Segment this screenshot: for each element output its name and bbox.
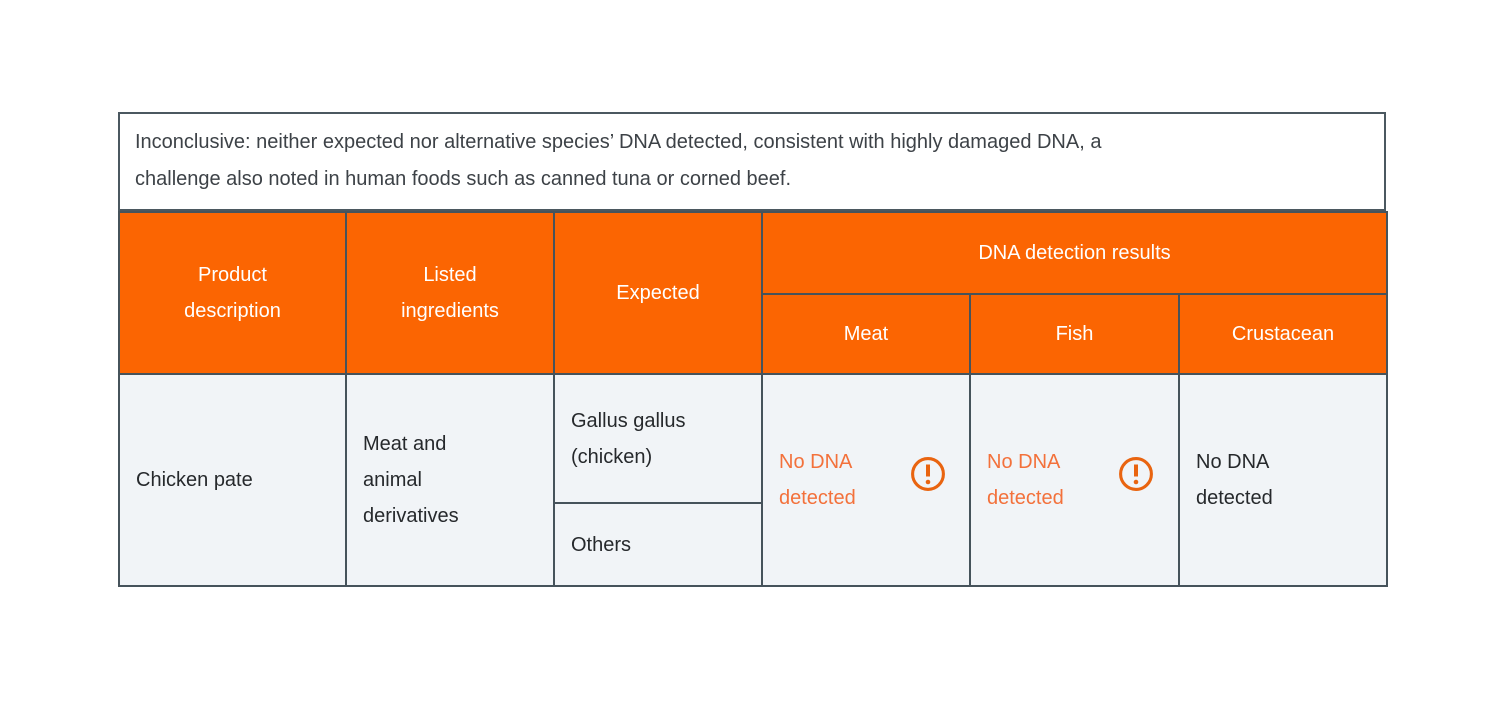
header-label: Expected — [616, 282, 700, 304]
note-line: challenge also noted in human foods such… — [135, 168, 792, 190]
cell-result-meat: No DNA detected — [761, 373, 971, 587]
cell-text: Chicken pate — [136, 469, 253, 491]
cell-text: Meat and animal derivatives — [363, 433, 459, 527]
header-expected: Expected — [553, 211, 763, 375]
header-dna-detection-results: DNA detection results — [760, 211, 1389, 295]
dna-results-table: Product description Listed ingredients E… — [118, 211, 1389, 587]
cell-expected-species: Gallus gallus (chicken) — [553, 373, 763, 504]
header-fish: Fish — [969, 293, 1180, 375]
header-crustacean: Crustacean — [1177, 293, 1389, 375]
header-label: Fish — [1055, 323, 1094, 345]
header-label: Product description — [184, 264, 281, 322]
cell-listed-ingredients: Meat and animal derivatives — [345, 373, 555, 587]
header-label: Listed ingredients — [401, 264, 499, 322]
alert-circle-icon — [1117, 455, 1155, 505]
header-label: DNA detection results — [978, 242, 1171, 264]
header-meat: Meat — [761, 293, 971, 375]
alert-circle-icon — [909, 455, 947, 505]
header-product-description: Product description — [118, 211, 347, 375]
note-line: Inconclusive: neither expected nor alter… — [135, 131, 1102, 153]
inconclusive-note: Inconclusive: neither expected nor alter… — [118, 112, 1386, 211]
cell-text: Others — [571, 533, 632, 556]
result-text: No DNA detected — [987, 451, 1064, 509]
header-label: Crustacean — [1231, 323, 1335, 345]
result-text: No DNA detected — [779, 451, 856, 509]
cell-result-crustacean: No DNA detected — [1177, 373, 1389, 587]
result-text: No DNA detected — [1196, 451, 1273, 509]
cell-product-description: Chicken pate — [118, 373, 347, 587]
header-listed-ingredients: Listed ingredients — [345, 211, 555, 375]
header-label: Meat — [843, 323, 889, 345]
cell-result-fish: No DNA detected — [969, 373, 1180, 587]
cell-expected-others: Others — [553, 502, 763, 587]
cell-text: Gallus gallus (chicken) — [571, 409, 686, 468]
figure: Inconclusive: neither expected nor alter… — [118, 112, 1389, 587]
